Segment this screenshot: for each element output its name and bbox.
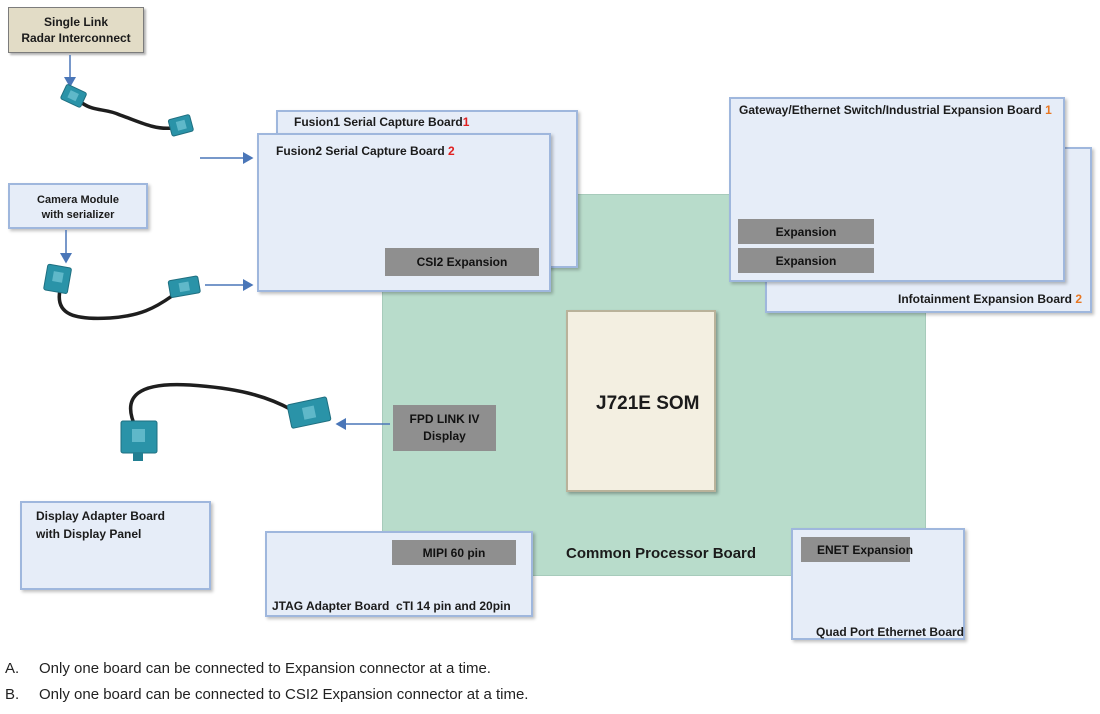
fpd-link-iv-display-connector: FPD LINK IV Display — [393, 405, 496, 451]
camera-module-box: Camera Module with serializer — [8, 183, 148, 229]
fusion1-title-text: Fusion1 Serial Capture Board — [294, 115, 463, 129]
infotainment-title: Infotainment Expansion Board 2 — [898, 290, 1082, 308]
display-adapter-line1: Display Adapter Board — [36, 509, 165, 523]
fusion1-title: Fusion1 Serial Capture Board1 — [294, 113, 469, 131]
j721e-som-label: J721E SOM — [596, 393, 700, 414]
display-connector-b-icon — [286, 396, 332, 429]
radar-line2: Radar Interconnect — [21, 31, 131, 45]
radar-connector-b-icon — [167, 114, 194, 137]
expansion-connector-1: Expansion — [738, 219, 874, 244]
note-a-text: Only one board can be connected to Expan… — [39, 660, 491, 677]
camera-connector-b-icon — [167, 275, 201, 298]
radar-line1: Single Link — [43, 15, 108, 29]
note-b-marker: B. — [5, 686, 20, 703]
fusion2-number: 2 — [448, 144, 455, 158]
camera-coax-cable-icon — [57, 289, 174, 321]
fpd-line1: FPD LINK IV — [409, 412, 480, 426]
radar-coax-cable-icon — [81, 101, 173, 131]
gateway-title: Gateway/Ethernet Switch/Industrial Expan… — [739, 101, 1052, 119]
note-b-text: Only one board can be connected to CSI2 … — [39, 686, 529, 703]
display-adapter-board: Display Adapter Board with Display Panel — [20, 501, 211, 590]
enet-expansion-connector: ENET Expansion — [801, 537, 914, 562]
fpd-line2: Display — [423, 429, 466, 443]
radar-interconnect-tag: Single Link Radar Interconnect — [8, 7, 144, 53]
display-connector-a-icon — [120, 420, 158, 461]
j721e-som — [566, 310, 716, 492]
display-coax-cable-icon — [129, 382, 293, 429]
fusion2-title-text: Fusion2 Serial Capture Board — [276, 144, 445, 158]
csi2-expansion-connector: CSI2 Expansion — [385, 248, 539, 276]
camera-line2: with serializer — [41, 209, 115, 221]
fusion2-title: Fusion2 Serial Capture Board 2 — [276, 142, 455, 160]
camera-line1: Camera Module — [37, 194, 119, 206]
radar-connector-a-icon — [60, 84, 87, 108]
gateway-title-text: Gateway/Ethernet Switch/Industrial Expan… — [739, 103, 1042, 117]
expansion-connector-2: Expansion — [738, 248, 874, 273]
camera-connector-a-icon — [43, 263, 72, 294]
mipi-60-pin-connector: MIPI 60 pin — [392, 540, 516, 565]
quad-port-ethernet-label: Quad Port Ethernet Board — [816, 625, 965, 639]
display-adapter-line2: with Display Panel — [36, 527, 142, 541]
infotainment-number: 2 — [1075, 292, 1083, 306]
common-processor-board-label: Common Processor Board — [566, 545, 757, 562]
gateway-number: 1 — [1045, 103, 1052, 117]
jtag-adapter-label: JTAG Adapter Board cTI 14 pin and 20pin — [272, 599, 511, 613]
fusion1-number: 1 — [462, 115, 470, 129]
infotainment-title-text: Infotainment Expansion Board — [898, 292, 1073, 306]
note-a: A. Only one board can be connected to Exp… — [5, 660, 491, 677]
enet-expansion-label: ENET Expansion — [817, 542, 914, 557]
note-a-marker: A. — [5, 660, 20, 677]
note-b: B. Only one board can be connected to CSI… — [5, 686, 528, 703]
